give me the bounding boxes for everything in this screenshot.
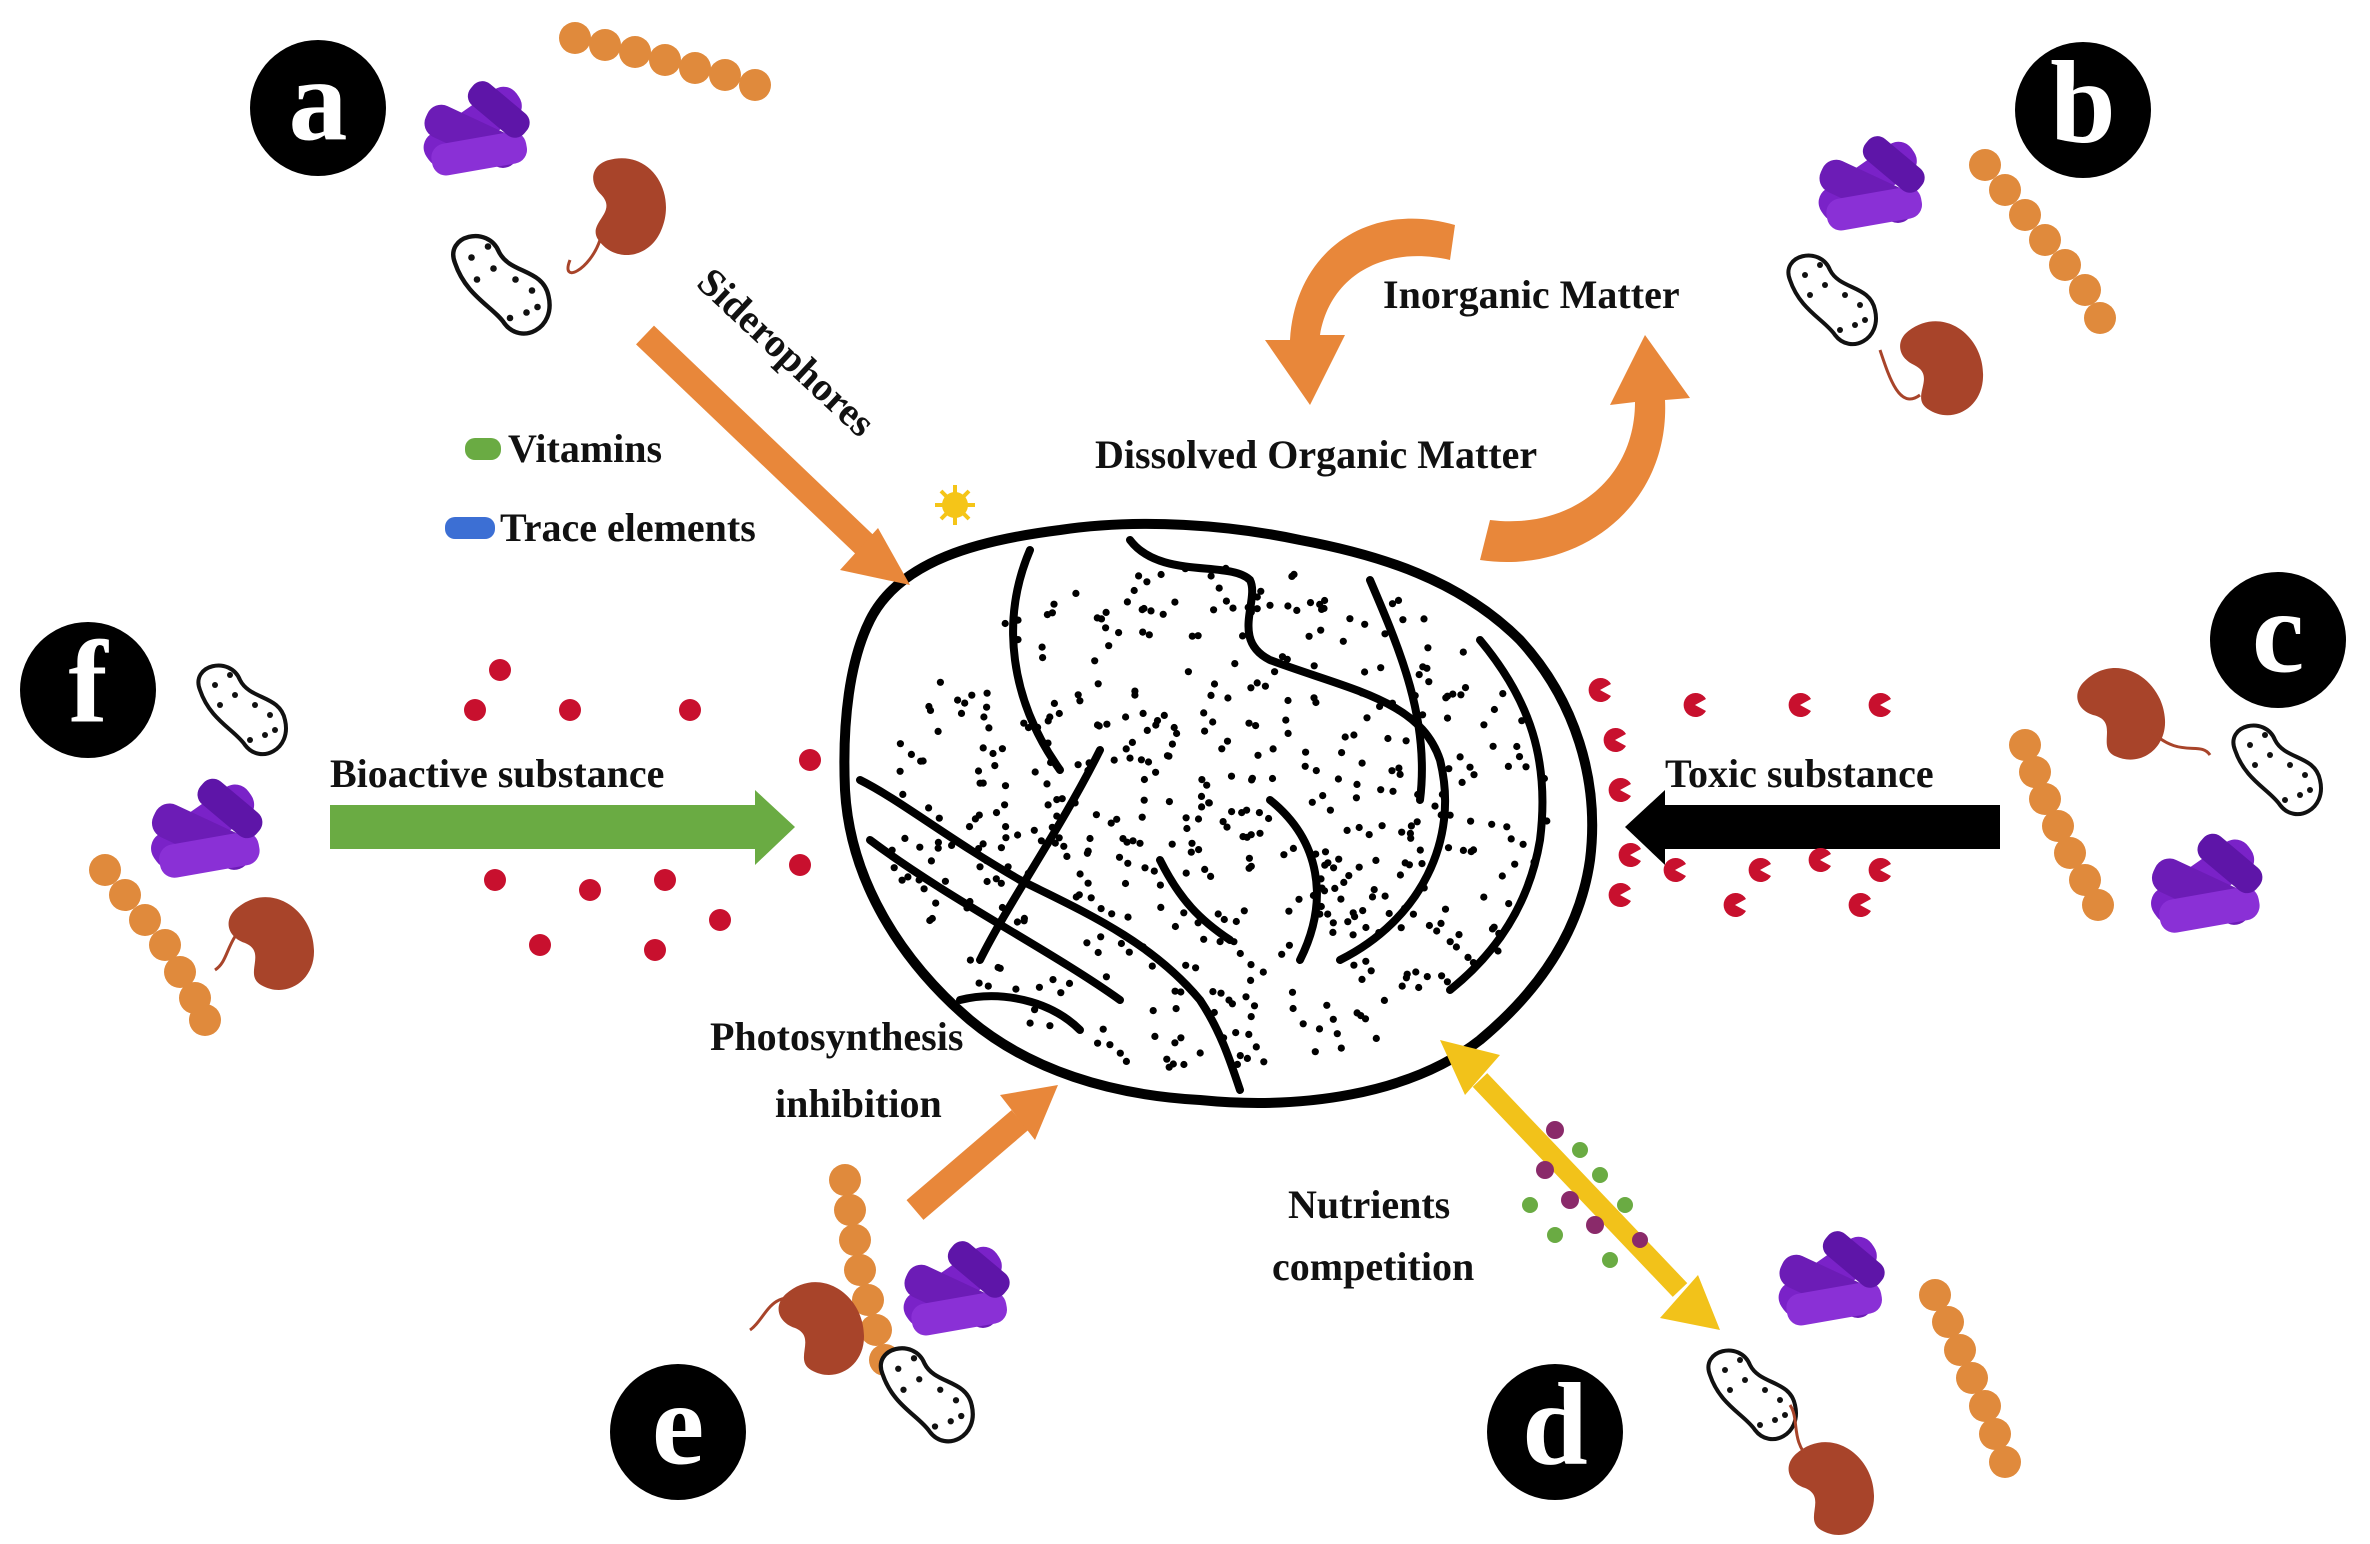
nutrient-particles <box>1522 1121 1648 1268</box>
nutrients-competition-label-1: Nutrients <box>1288 1182 1450 1227</box>
bead-chain-f <box>89 854 221 1036</box>
toxic-particles <box>1588 678 1891 917</box>
vitamins-label: Vitamins <box>508 426 662 471</box>
dissolved-organic-matter-label: Dissolved Organic Matter <box>1095 432 1537 477</box>
siderophore-particle <box>935 485 975 525</box>
photosynthesis-inhibition-label-2: inhibition <box>775 1081 942 1126</box>
vitamins-chip <box>465 438 501 460</box>
badge-a: a <box>250 35 386 176</box>
bead-chain-a <box>559 22 771 101</box>
photosynthesis-arrow <box>906 1085 1058 1220</box>
microbes-c <box>2009 654 2323 936</box>
badge-e-letter: e <box>652 1359 704 1490</box>
badge-c-letter: c <box>2252 567 2304 698</box>
microbes-e <box>749 1164 1015 1441</box>
central-cell-stipple <box>888 564 1551 1071</box>
badge-b: b <box>2015 37 2151 178</box>
nutrients-arrow <box>1440 1040 1720 1330</box>
microbes-f <box>89 663 324 1036</box>
badge-c: c <box>2210 567 2346 708</box>
bead-chain-c <box>2009 729 2114 921</box>
toxic-arrow <box>1625 790 2000 865</box>
trace-elements-label: Trace elements <box>500 505 756 550</box>
microbes-b <box>1786 131 2116 422</box>
badge-f: f <box>20 617 156 758</box>
photosynthesis-inhibition-label-1: Photosynthesis <box>710 1014 963 1059</box>
bead-chain-b <box>1969 149 2116 334</box>
microbes-d <box>1706 1226 2021 1544</box>
microbes-a <box>417 22 771 334</box>
badge-b-letter: b <box>2050 37 2116 168</box>
badge-d: d <box>1487 1359 1623 1500</box>
siderophores-arrow <box>636 325 910 585</box>
badge-a-letter: a <box>289 35 348 166</box>
bioactive-arrow <box>330 790 795 865</box>
organic-cycle-arrows <box>1265 218 1690 563</box>
trace-elements-chip <box>445 517 495 539</box>
badge-e: e <box>610 1359 746 1500</box>
badge-d-letter: d <box>1522 1359 1588 1490</box>
bead-chain-d <box>1919 1279 2021 1478</box>
toxic-substance-label: Toxic substance <box>1665 751 1934 796</box>
nutrients-competition-label-2: competition <box>1272 1244 1474 1289</box>
central-cell-folds <box>856 536 1547 1094</box>
bead-chain-e <box>829 1164 901 1376</box>
central-cell <box>839 518 1598 1108</box>
inorganic-matter-label: Inorganic Matter <box>1383 272 1680 317</box>
badge-f-letter: f <box>68 617 109 748</box>
bioactive-substance-label: Bioactive substance <box>330 751 664 796</box>
